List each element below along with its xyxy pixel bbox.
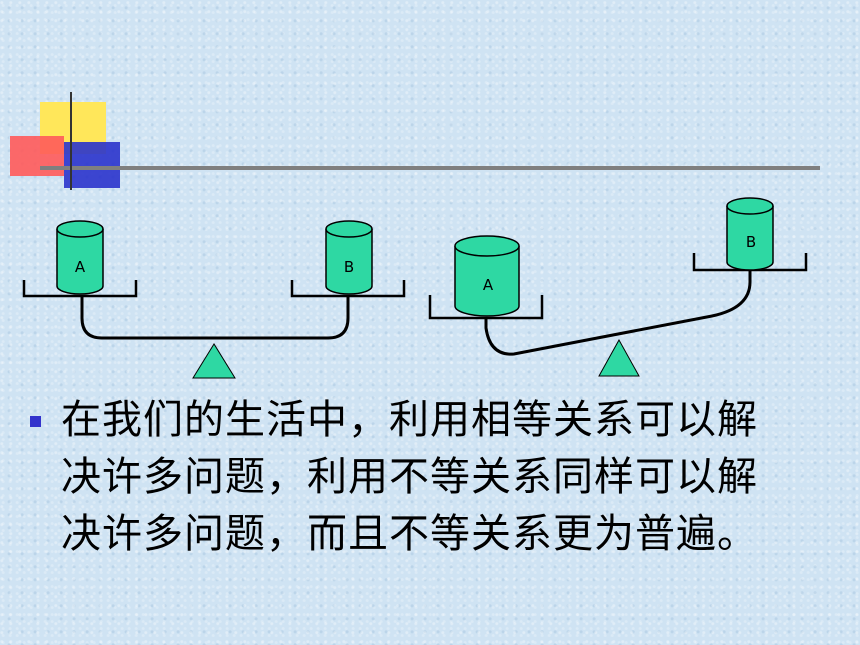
bullet-item: 在我们的生活中，利用相等关系可以解决许多问题，利用不等关系同样可以解决许多问题，…: [30, 392, 820, 563]
fulcrum: [192, 343, 236, 379]
cylinder-label: B: [746, 233, 756, 251]
left-pan: [22, 280, 138, 298]
beam: [484, 270, 752, 356]
square-bullet-icon: [30, 416, 41, 427]
blue-square: [64, 142, 120, 188]
balance-diagram: A B A B: [22, 197, 808, 379]
bullet-text: 在我们的生活中，利用相等关系可以解决许多问题，利用不等关系同样可以解决许多问题，…: [61, 397, 758, 557]
cylinder-b: B: [325, 220, 373, 295]
title-decoration: [10, 92, 820, 190]
beam: [80, 296, 350, 340]
slide-content: 在我们的生活中，利用相等关系可以解决许多问题，利用不等关系同样可以解决许多问题，…: [30, 392, 820, 563]
cylinder-label: B: [344, 258, 354, 276]
cylinder-b: B: [726, 197, 774, 271]
cylinder-a: A: [56, 220, 104, 295]
cylinder-label: A: [75, 258, 86, 276]
cylinder-a: A: [454, 235, 520, 317]
unbalanced-scale: A B: [428, 197, 808, 377]
balanced-scale: A B: [22, 220, 406, 379]
cylinder-label: A: [483, 276, 494, 294]
fulcrum: [598, 338, 640, 377]
